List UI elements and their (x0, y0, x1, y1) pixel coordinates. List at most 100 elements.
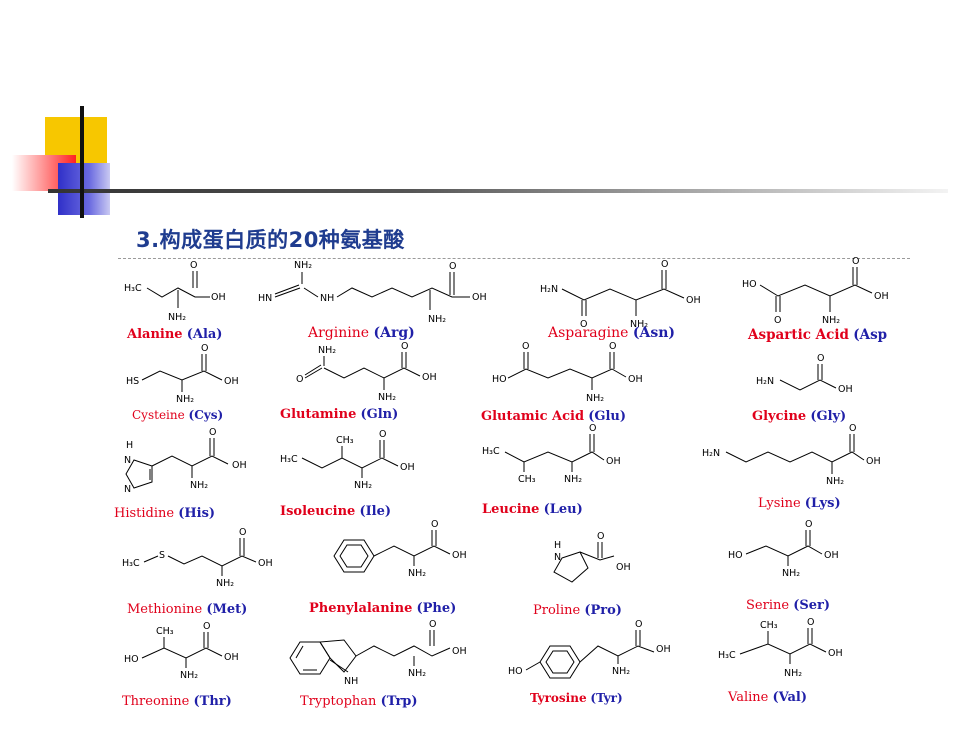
atom-label: O (401, 341, 408, 352)
amino-acid-name-isoleucine: Isoleucine (Ile) (280, 504, 391, 519)
atom-label: O (817, 353, 824, 364)
amino-acid-name-glutamine: Glutamine (Gln) (280, 407, 398, 422)
atom-label: O (201, 343, 208, 354)
bond-line (339, 544, 369, 568)
serine-structure: HO O OH NH₂ (728, 519, 839, 579)
atom-label: N (124, 455, 131, 466)
decor-vertical-rule (80, 106, 84, 218)
atom-label: H₂N (702, 448, 720, 459)
atom-label: NH₂ (782, 568, 800, 579)
atom-label: O (805, 519, 812, 530)
atom-label: O (209, 427, 216, 438)
bond-line (779, 379, 837, 391)
atom-label: NH (344, 676, 358, 687)
abbreviation: (Cys) (188, 408, 224, 422)
name-text: Proline (533, 603, 581, 618)
atom-label: NH₂ (826, 476, 844, 487)
bond-line (301, 457, 399, 469)
name-text: Lysine (758, 496, 801, 511)
atom-label: CH₃ (156, 626, 174, 637)
atom-label: N (554, 552, 561, 563)
atom-label: NH₂ (784, 668, 802, 679)
phenylalanine-structure: O OH NH₂ (333, 519, 467, 579)
name-text: Leucine (482, 502, 540, 517)
atom-label: HO (124, 654, 139, 665)
amino-acid-name-leucine: Leucine (Leu) (482, 502, 583, 517)
atom-label: O (379, 429, 386, 440)
bond-line (141, 370, 223, 381)
atom-label: O (774, 315, 781, 326)
atom-label: OH (400, 462, 415, 473)
amino-acid-name-proline: Proline (Pro) (533, 603, 622, 618)
atom-label: HO (742, 279, 757, 290)
abbreviation: (Lys) (804, 496, 841, 511)
atom-label: CH₃ (336, 435, 354, 446)
atom-label: OH (258, 558, 273, 569)
atom-label: H (554, 540, 561, 551)
abbreviation: (Val) (772, 690, 808, 705)
abbreviation: (Thr) (193, 694, 232, 709)
atom-label: OH (211, 292, 226, 303)
atom-label: O (807, 617, 814, 628)
abbreviation: (Asp (853, 327, 888, 343)
name-text: Histidine (114, 506, 175, 521)
atom-label: OH (606, 456, 621, 467)
name-text: Arginine (308, 325, 370, 341)
atom-label: S (159, 550, 165, 561)
atom-label: H₂N (540, 284, 558, 295)
bond-line (739, 643, 827, 655)
atom-label: OH (452, 550, 467, 561)
abbreviation: (Glu) (588, 409, 627, 424)
atom-label: O (852, 256, 859, 267)
amino-acid-name-methionine: Methionine (Met) (127, 602, 247, 617)
name-text: Isoleucine (280, 504, 356, 519)
atom-label: NH₂ (564, 474, 582, 485)
atom-label: H₃C (124, 283, 142, 294)
atom-label: NH₂ (180, 670, 198, 681)
atom-label: NH₂ (408, 568, 426, 579)
atom-label: OH (422, 372, 437, 383)
atom-label: O (449, 261, 456, 272)
atom-label: O (431, 519, 438, 530)
atom-label: NH (320, 293, 334, 304)
amino-acid-name-histidine: Histidine (His) (114, 506, 215, 521)
atom-label: O (597, 531, 604, 542)
atom-label: OH (224, 376, 239, 387)
name-text: Cysteine (132, 408, 185, 422)
atom-label: O (203, 621, 210, 632)
abbreviation: (Gln) (360, 407, 399, 422)
bond-line (525, 661, 541, 671)
atom-label: NH₂ (822, 315, 840, 326)
atom-label: O (580, 319, 587, 330)
atom-label: OH (686, 295, 701, 306)
bond-line (295, 645, 304, 659)
amino-acid-name-glutamic-acid: Glutamic Acid (Glu) (481, 409, 626, 424)
name-text: Asparagine (548, 325, 629, 341)
asparagine-structure: H₂N O NH₂ O OH (540, 259, 701, 330)
atom-label: O (635, 619, 642, 630)
abbreviation: (Asn) (632, 325, 676, 341)
abbreviation: (Ala) (186, 327, 223, 342)
name-text: Methionine (127, 602, 203, 617)
name-text: Glutamine (280, 407, 357, 422)
dashed-divider (118, 258, 910, 259)
atom-label: O (609, 341, 616, 352)
bond-line (143, 555, 159, 563)
bond-line (151, 455, 229, 467)
atom-label: OH (656, 644, 671, 655)
aspartic-acid-structure: HO O NH₂ O OH (742, 256, 889, 326)
bond-line (561, 288, 685, 301)
bond-line (507, 368, 627, 379)
bond-line (579, 551, 615, 561)
atom-label: NH₂ (216, 578, 234, 589)
atom-label: NH₂ (630, 319, 648, 330)
atom-label: NH₂ (408, 668, 426, 679)
atom-label: O (296, 374, 303, 385)
atom-label: NH₂ (176, 394, 194, 405)
valine-structure: CH₃ H₃C O OH NH₂ (718, 617, 843, 679)
bond-line (355, 645, 451, 657)
atom-label: CH₃ (760, 620, 778, 631)
glycine-structure: H₂N O OH (756, 353, 853, 395)
abbreviation: (Phe) (416, 601, 457, 616)
